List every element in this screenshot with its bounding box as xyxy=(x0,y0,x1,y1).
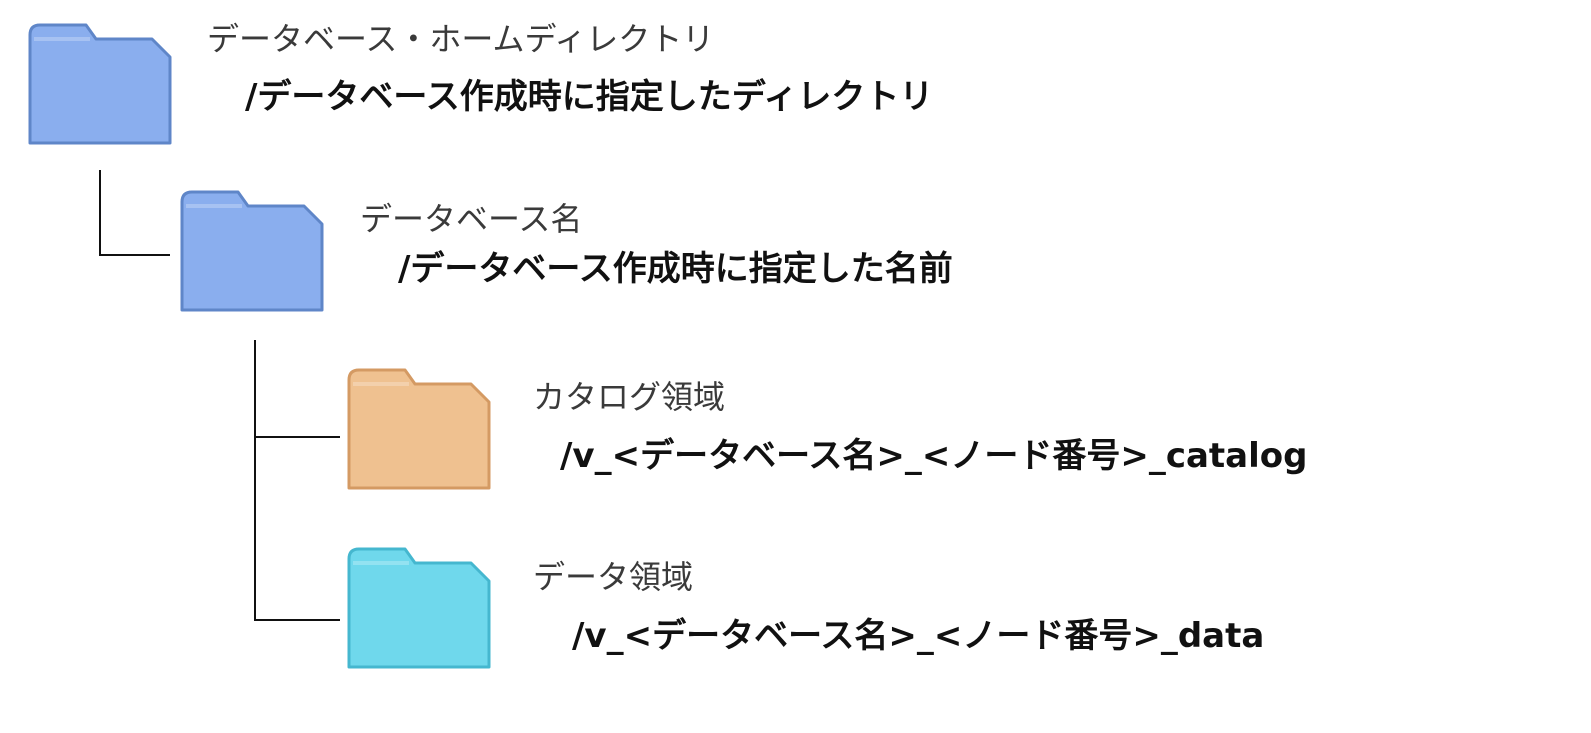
folder-icon-shape xyxy=(28,23,172,145)
data-area-path: /v_<データベース名>_<ノード番号>_data xyxy=(572,616,1265,656)
folder-icon-shape xyxy=(347,368,491,490)
folder-icon-shape xyxy=(180,190,324,312)
root-directory-name: データベース・ホームディレクトリ xyxy=(207,20,715,58)
catalog-area-name: カタログ領域 xyxy=(533,378,726,416)
folder-icon-shape xyxy=(347,547,491,669)
catalog-area-path: /v_<データベース名>_<ノード番号>_catalog xyxy=(560,436,1308,476)
database-directory-name: データベース名 xyxy=(360,200,583,238)
connector-db-to-data xyxy=(254,437,340,621)
connector-db-to-catalog xyxy=(254,340,340,438)
root-directory-path: /データベース作成時に指定したディレクトリ xyxy=(245,77,934,117)
database-directory-path: /データベース作成時に指定した名前 xyxy=(398,249,953,289)
folder-icon xyxy=(347,547,491,669)
connector-root-to-db xyxy=(99,170,170,256)
folder-icon xyxy=(347,368,491,490)
folder-icon xyxy=(180,190,324,312)
folder-icon xyxy=(28,23,172,145)
data-area-name: データ領域 xyxy=(533,558,694,596)
